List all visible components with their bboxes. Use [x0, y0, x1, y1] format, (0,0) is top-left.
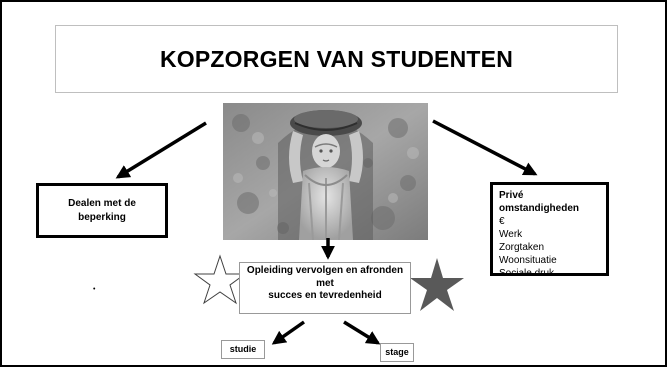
- arrow-to-right-box: [432, 119, 538, 176]
- right-box-heading: Privé omstandigheden: [499, 190, 580, 214]
- right-box-item: Zorgtaken: [499, 242, 545, 253]
- left-box-line-1: Dealen met de: [68, 198, 136, 209]
- right-box-item: Sociale druk: [499, 268, 555, 279]
- slide-title: KOPZORGEN VAN STUDENTEN: [159, 45, 514, 72]
- statue-photo: [223, 103, 428, 240]
- right-box-item: Woonsituatie: [499, 255, 557, 266]
- left-box: Dealen met de beperking: [36, 183, 168, 238]
- right-box-item: €: [499, 216, 505, 227]
- filled-star-icon: [410, 258, 464, 311]
- title-box: KOPZORGEN VAN STUDENTEN: [55, 25, 618, 93]
- arrow-to-left-box: [115, 121, 207, 179]
- center-box-line-2: met: [316, 277, 334, 289]
- arrow-to-studie: [271, 320, 306, 345]
- stage-box: stage: [380, 343, 414, 362]
- outline-star-icon: [193, 254, 247, 305]
- arrow-to-stage: [343, 320, 381, 345]
- center-box-line-3: succes en tevredenheid: [268, 290, 382, 301]
- left-box-line-2: beperking: [78, 211, 126, 223]
- center-box: Opleiding vervolgen en afronden met succ…: [239, 262, 411, 314]
- studie-box: studie: [221, 340, 265, 359]
- right-box-item: Werk: [499, 229, 523, 240]
- stray-mark: •: [93, 286, 96, 293]
- center-box-line-1: Opleiding vervolgen en afronden: [246, 265, 404, 276]
- right-box: Privé omstandigheden € Werk Zorgtaken Wo…: [490, 182, 609, 279]
